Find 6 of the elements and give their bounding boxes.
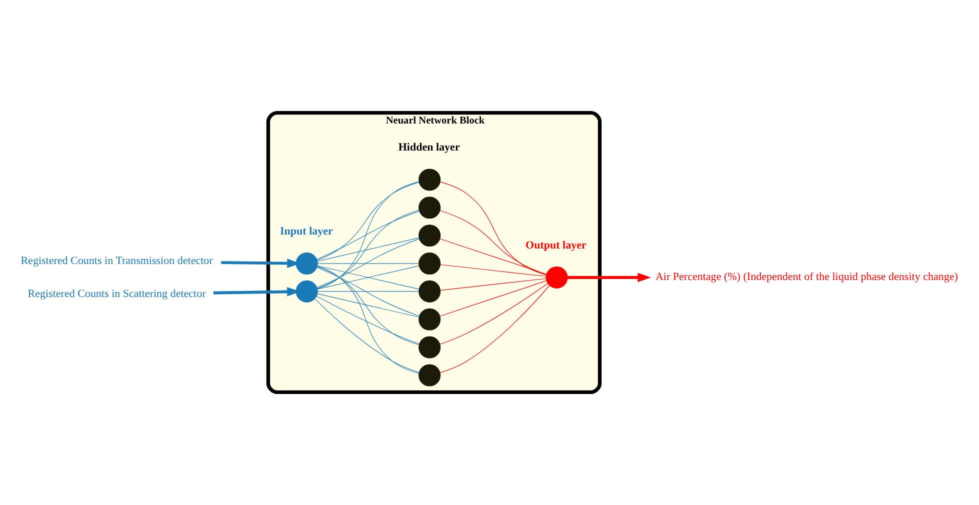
label: Hidden layer	[398, 142, 460, 154]
node-text: Registered Counts in Transmission detector	[20, 254, 213, 267]
node-text: Air Percentage (%) (Independent of the liquid phase density change)	[655, 271, 958, 284]
label: Input layer	[280, 225, 333, 238]
label: Output layer	[526, 239, 586, 252]
node-text: Registered Counts in Scattering detector	[28, 288, 206, 300]
